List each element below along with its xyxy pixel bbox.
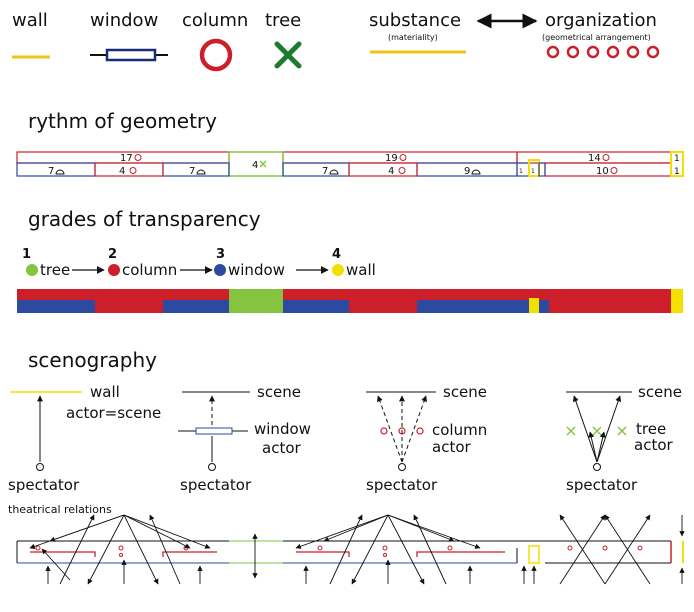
rhythm-window-mark (196, 169, 206, 175)
rhythm-label-bottom: 7 (189, 166, 195, 177)
rhythm-label-top: 19 (385, 153, 398, 164)
rhythm-label-top: 14 (588, 153, 601, 164)
rhythm-column-mark (129, 167, 137, 174)
legend-column-label: column (182, 10, 248, 31)
spectator-label: spectator (366, 476, 438, 494)
rhythm-label-top: 17 (120, 153, 133, 164)
legend-substance-label: substance (369, 10, 461, 31)
scenography-panel-column: scene column actor spectator (366, 383, 487, 494)
spectator-label: spectator (566, 476, 638, 494)
rhythm-label-top: 1 (674, 154, 680, 164)
rhythm-label-bottom: 1 (531, 168, 535, 175)
scene-label: wall (90, 383, 120, 401)
rhythm-column-mark (610, 167, 618, 174)
rhythm-window-mark (329, 169, 339, 175)
scenography-panel-window: scene window actor spectator (178, 383, 311, 494)
step-label: wall (346, 261, 376, 279)
theatrical-relations-plan (16, 514, 685, 585)
tree-dot (26, 264, 38, 276)
legend-tree-label: tree (265, 10, 301, 31)
tree-symbol (274, 41, 302, 69)
rhythm-label-top: 4 (252, 160, 258, 171)
step-label: window (228, 261, 285, 279)
transparency-title: grades of transparency (28, 207, 261, 231)
transparency-strip (17, 289, 683, 313)
rhythm-window-mark (55, 169, 65, 175)
step-number: 2 (108, 247, 117, 262)
step-number: 4 (332, 247, 341, 262)
actor-label: tree (636, 420, 666, 438)
rhythm-title: rythm of geometry (28, 109, 217, 133)
scene-label: scene (443, 383, 487, 401)
scene-label: scene (638, 383, 682, 401)
rhythm-column-mark (398, 167, 406, 174)
rhythm-column-mark (134, 154, 142, 161)
actor-label: column (432, 421, 487, 439)
legend-organization-label: organization (545, 10, 657, 31)
scene-label: scene (257, 383, 301, 401)
scenography-panel-wall: wall actor=scene spectator (8, 383, 161, 494)
actor-label: actor=scene (66, 404, 161, 422)
rhythm-strip: 17 4 19 14 1 7 4 7 7 4 9 1 1 10 1 (16, 151, 684, 177)
legend-substance-sub: (materiality) (388, 33, 438, 42)
wall-dot (332, 264, 344, 276)
rhythm-label-bottom: 1 (674, 167, 680, 177)
legend-organization-sub: (geometrical arrangement) (542, 33, 651, 42)
organization-circles (546, 45, 660, 59)
window-symbol (90, 48, 168, 62)
transparency-sequence: 1 tree 2 column 3 window 4 wall (22, 247, 376, 279)
scenography-panel-tree: scene tree actor spectator (566, 383, 682, 494)
rhythm-label-bottom: 7 (48, 166, 54, 177)
actor-label: window (254, 420, 311, 438)
rhythm-column-mark (399, 154, 407, 161)
rhythm-label-bottom: 4 (388, 166, 394, 177)
step-label: column (122, 261, 177, 279)
actor-label: actor (634, 436, 673, 454)
column-dot (108, 264, 120, 276)
rhythm-label-bottom: 10 (596, 166, 609, 177)
rhythm-label-bottom: 7 (322, 166, 328, 177)
step-number: 3 (216, 247, 225, 262)
spectator-label: spectator (8, 476, 80, 494)
rhythm-label-bottom: 1 (519, 168, 523, 175)
legend-window-label: window (90, 10, 158, 31)
window-dot (214, 264, 226, 276)
actor-label: actor (262, 439, 301, 457)
rhythm-tree-mark (259, 160, 267, 168)
scenography-title: scenography (28, 348, 157, 372)
legend: wall window column tree substance (mater… (12, 10, 660, 72)
rhythm-column-mark (602, 154, 610, 161)
theatrical-relations-label: theatrical relations (8, 503, 112, 516)
spectator-label: spectator (180, 476, 252, 494)
step-label: tree (40, 261, 70, 279)
column-symbol (199, 38, 233, 72)
rhythm-label-bottom: 4 (119, 166, 125, 177)
step-number: 1 (22, 247, 31, 262)
legend-wall-label: wall (12, 10, 48, 31)
rhythm-label-bottom: 9 (464, 166, 470, 177)
actor-label: actor (432, 438, 471, 456)
rhythm-window-mark (471, 169, 481, 175)
